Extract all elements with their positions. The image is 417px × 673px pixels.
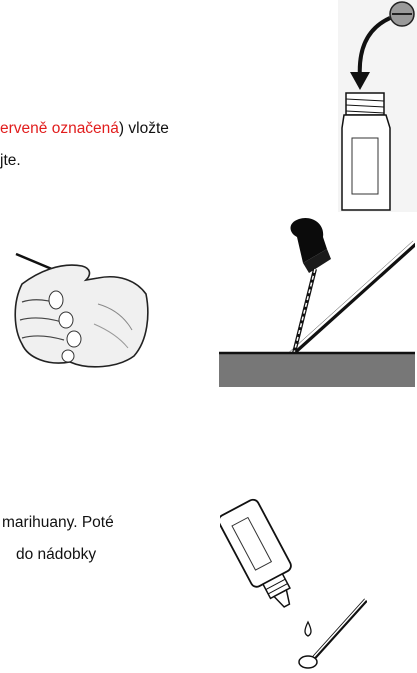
instruction-line-2: jte. xyxy=(0,151,21,171)
dropper-and-swab-on-surface-icon xyxy=(219,215,415,387)
bottle-dripping-on-swab-icon xyxy=(220,482,367,672)
instruction-line-3: marihuany. Poté xyxy=(2,513,114,533)
red-highlight-text: erveně označená xyxy=(0,120,119,137)
hand-holding-swab-icon xyxy=(8,244,153,374)
instruction-line-1: erveně označená) vložte xyxy=(0,119,169,139)
instruction-line-4: do nádobky xyxy=(16,545,96,565)
bottle-with-cap-arrow-icon xyxy=(338,0,417,212)
instruction-text: ) vložte xyxy=(119,120,169,137)
